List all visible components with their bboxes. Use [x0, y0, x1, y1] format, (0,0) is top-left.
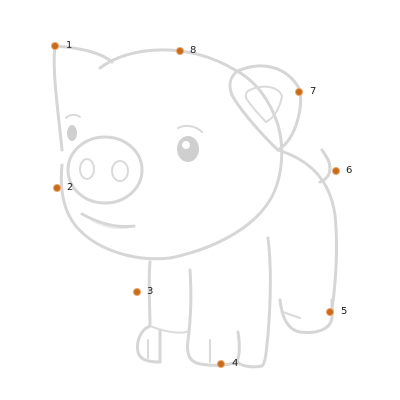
pig-front-left-leg	[136, 324, 162, 364]
pig-left-eye	[67, 125, 77, 141]
pig-head-outline	[59, 48, 284, 261]
pig-back-left-leg	[236, 236, 272, 369]
dot-point-7[interactable]	[296, 89, 302, 95]
dot-label-5: 5	[341, 306, 348, 317]
dot-label-4: 4	[232, 358, 239, 369]
dot-point-1[interactable]	[52, 43, 58, 49]
dot-label-7: 7	[310, 86, 317, 97]
dot-label-2: 2	[67, 182, 74, 193]
pig-left-brow	[65, 113, 81, 119]
dot-label-3: 3	[147, 286, 154, 297]
pig-right-eye-highlight	[182, 141, 190, 149]
dot-label-6: 6	[346, 165, 353, 176]
pig-snout	[66, 135, 144, 205]
pig-back-right-leg	[278, 298, 334, 334]
dot-point-2[interactable]	[54, 185, 60, 191]
dot-point-3[interactable]	[134, 289, 140, 295]
dot-label-8: 8	[190, 45, 197, 56]
pig-mouth-line	[80, 212, 136, 228]
pig-tail	[318, 148, 332, 184]
pig-left-ear	[52, 44, 114, 152]
pig-hoof-lines	[147, 311, 301, 363]
dot-point-8[interactable]	[177, 48, 183, 54]
pig-inner-ear	[244, 85, 283, 123]
pig-right-nostril	[111, 160, 129, 182]
pig-front-right-leg	[186, 268, 241, 367]
pig-right-ear	[228, 64, 303, 152]
dot-label-1: 1	[66, 40, 73, 51]
dot-point-5[interactable]	[327, 309, 333, 315]
dot-point-6[interactable]	[333, 168, 339, 174]
pig-body-outline	[147, 148, 338, 328]
pig-right-eye	[177, 136, 199, 162]
pig-belly-line	[149, 325, 191, 334]
dot-point-4[interactable]	[218, 361, 224, 367]
pig-left-nostril	[79, 158, 95, 180]
pig-right-brow	[177, 124, 203, 133]
